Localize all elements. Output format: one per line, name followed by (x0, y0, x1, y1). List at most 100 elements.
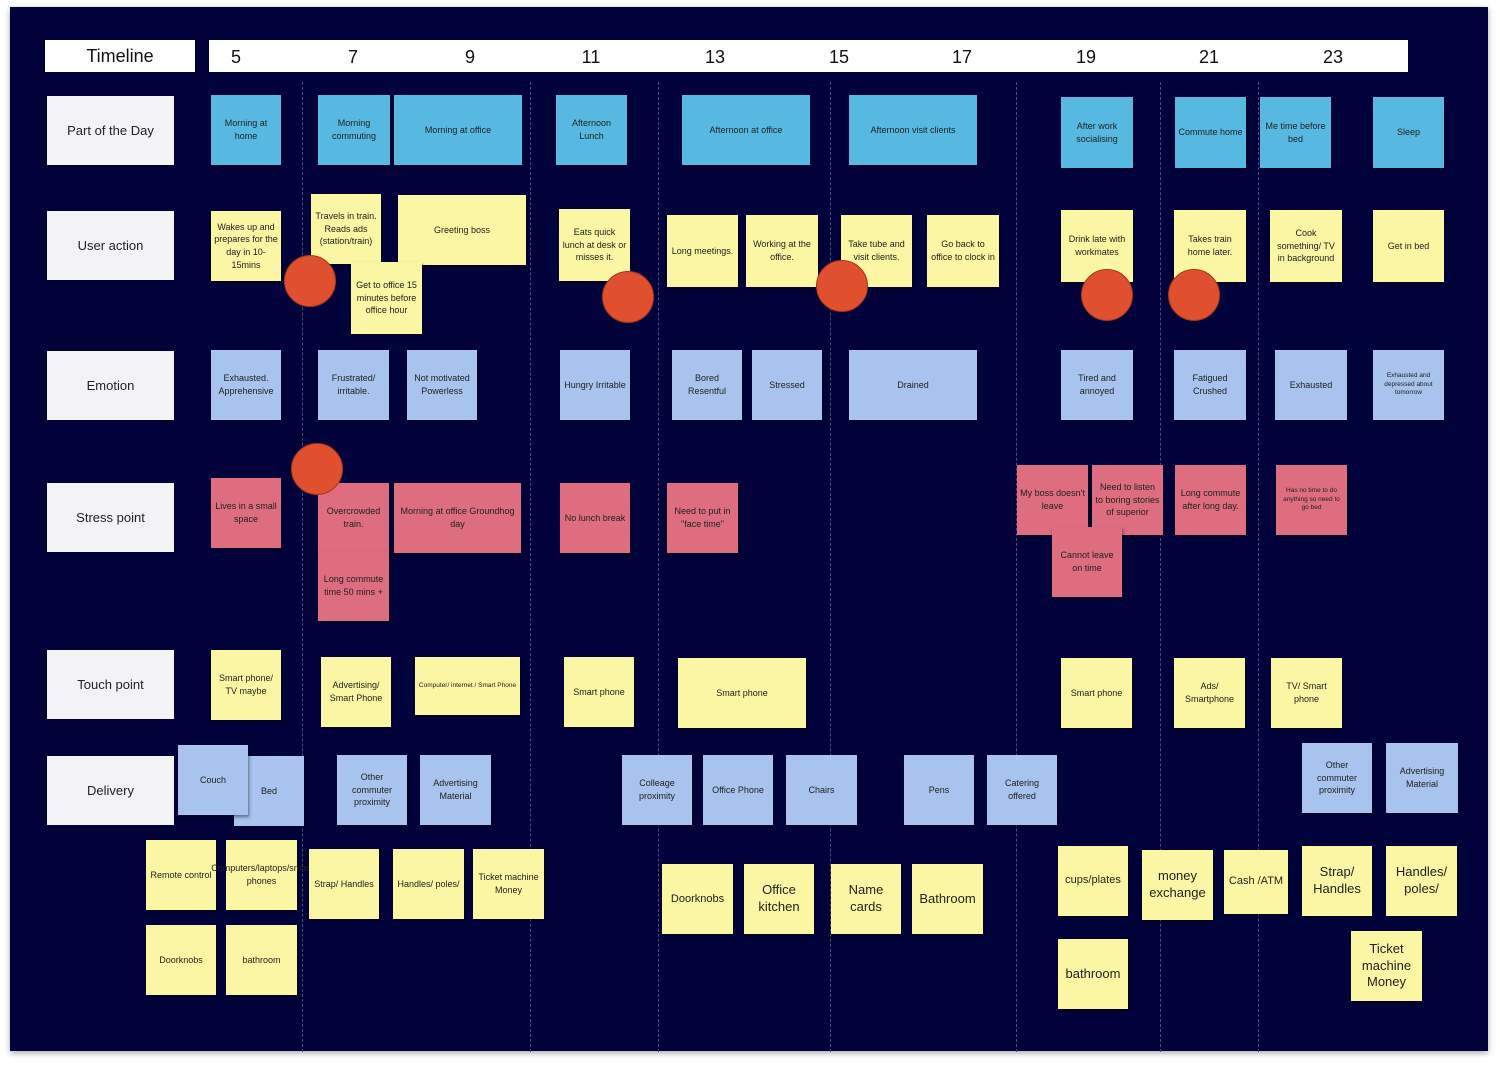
sticky-note[interactable]: Colleage proximity (622, 755, 692, 825)
sticky-note[interactable]: Long commute after long day. (1175, 465, 1246, 535)
pain-point-dot[interactable] (602, 271, 654, 323)
sticky-note[interactable]: Advertising/ Smart Phone (321, 657, 391, 727)
sticky-note[interactable]: Stressed (752, 350, 822, 420)
sticky-note[interactable]: Long commute time 50 mins + (318, 551, 389, 621)
sticky-note[interactable]: Remote control (146, 840, 216, 910)
sticky-note[interactable]: Get in bed (1373, 210, 1444, 282)
sticky-note[interactable]: Ads/ Smartphone (1174, 658, 1245, 728)
row-label-emotion: Emotion (47, 351, 174, 420)
sticky-note[interactable]: Morning at office Groundhog day (394, 483, 521, 553)
sticky-note[interactable]: Greeting boss (398, 195, 526, 265)
sticky-note[interactable]: cups/plates (1058, 846, 1128, 916)
sticky-note[interactable]: Working at the office. (746, 215, 818, 287)
sticky-note[interactable]: Other commuter proximity (337, 755, 407, 825)
timeline-tick: 11 (581, 46, 601, 67)
pain-point-dot[interactable] (284, 255, 336, 307)
sticky-note[interactable]: Exhausted (1275, 350, 1347, 420)
sticky-note[interactable]: Handles/ poles/ (1386, 846, 1457, 916)
sticky-note[interactable]: Exhausted and depressed about tomorrow (1373, 350, 1444, 420)
sticky-note[interactable]: Morning at home (211, 95, 281, 165)
sticky-note[interactable]: Computers/laptops/smart phones (211, 840, 312, 910)
pain-point-dot[interactable] (1081, 269, 1133, 321)
sticky-note[interactable]: Smart phone (678, 658, 806, 728)
sticky-note[interactable]: Morning commuting (318, 95, 390, 165)
sticky-note[interactable]: Chairs (786, 755, 857, 825)
sticky-note[interactable]: Frustrated/ irritable. (318, 350, 389, 420)
timeline-axis: 5 7 9 11 13 15 17 19 21 23 (209, 40, 1408, 72)
sticky-note[interactable]: Advertising Material (1386, 743, 1458, 813)
sticky-note[interactable]: bathroom (226, 925, 297, 995)
sticky-note[interactable]: Office Phone (703, 755, 773, 825)
sticky-note[interactable]: Wakes up and prepares for the day in 10-… (211, 211, 281, 281)
sticky-note[interactable]: Need to put in "face time" (667, 483, 738, 553)
timeline-tick: 13 (704, 46, 726, 67)
divider (830, 82, 831, 1052)
sticky-note[interactable]: Cash /ATM (1224, 850, 1288, 914)
sticky-note[interactable]: Ticket machine Money (1351, 931, 1422, 1001)
sticky-note[interactable]: Bathroom (912, 864, 983, 934)
sticky-note[interactable]: bathroom (1058, 939, 1128, 1009)
sticky-note[interactable]: Has no time to do anything so need to go… (1276, 465, 1347, 535)
sticky-note[interactable]: Long meetings. (667, 215, 738, 287)
sticky-note[interactable]: Office kitchen (744, 864, 814, 934)
divider (1160, 82, 1161, 1052)
timeline-tick: 7 (347, 46, 358, 67)
sticky-note[interactable]: Need to listen to boring stories of supe… (1092, 465, 1163, 535)
sticky-note[interactable]: Ticket machine Money (473, 849, 544, 919)
sticky-note[interactable]: Me time before bed (1260, 97, 1331, 168)
sticky-note[interactable]: Eats quick lunch at desk or misses it. (559, 209, 630, 281)
divider (1016, 82, 1017, 1052)
sticky-note[interactable]: TV/ Smart phone (1271, 658, 1342, 728)
sticky-note[interactable]: Afternoon at office (682, 95, 810, 165)
sticky-note[interactable]: Hungry Irritable (560, 350, 630, 420)
sticky-note[interactable]: Lives in a small space (211, 478, 281, 548)
sticky-note[interactable]: Not motivated Powerless (407, 350, 477, 420)
timeline-tick: 5 (230, 46, 241, 67)
sticky-note[interactable]: Other commuter proximity (1302, 743, 1372, 813)
sticky-note[interactable]: Couch (178, 745, 248, 815)
sticky-note[interactable]: No lunch break (560, 483, 630, 553)
pain-point-dot[interactable] (816, 260, 868, 312)
sticky-note[interactable]: Strap/ Handles (1302, 846, 1372, 916)
sticky-note[interactable]: Tired and annoyed (1061, 350, 1133, 420)
timeline-tick: 23 (1322, 46, 1344, 67)
sticky-note[interactable]: Pens (904, 755, 974, 825)
sticky-note[interactable]: Computer/ internet / Smart Phone (415, 657, 520, 715)
sticky-note[interactable]: My boss doesn't leave (1017, 465, 1088, 535)
pain-point-dot[interactable] (291, 443, 343, 495)
sticky-note[interactable]: Strap/ Handles (309, 849, 379, 919)
sticky-note[interactable]: Name cards (831, 864, 901, 934)
pain-point-dot[interactable] (1168, 269, 1220, 321)
board: Timeline 5 7 9 11 13 15 17 19 21 23 Part… (10, 7, 1488, 1052)
sticky-note[interactable]: Commute home (1175, 97, 1246, 168)
sticky-note[interactable]: Sleep (1373, 97, 1444, 168)
sticky-note[interactable]: Afternoon Lunch (556, 95, 627, 165)
sticky-note[interactable]: money exchange (1142, 850, 1213, 920)
sticky-note[interactable]: After work socialising (1061, 97, 1133, 168)
sticky-note[interactable]: Exhausted. Apprehensive (211, 350, 281, 420)
sticky-note[interactable]: Smart phone (1061, 658, 1132, 728)
sticky-note[interactable]: Catering offered (987, 755, 1057, 825)
sticky-note[interactable]: Afternoon visit clients (849, 95, 977, 165)
sticky-note[interactable]: Handles/ poles/ (393, 849, 464, 919)
timeline-tick: 17 (951, 46, 973, 67)
sticky-note[interactable]: Fatigued Crushed (1174, 350, 1246, 420)
sticky-note[interactable]: Cannot leave on time (1052, 527, 1122, 597)
sticky-note[interactable]: Cook something/ TV in background (1270, 210, 1342, 282)
sticky-note[interactable]: Takes train home later. (1174, 210, 1246, 282)
sticky-note[interactable]: Doorknobs (662, 864, 733, 934)
sticky-note[interactable]: Doorknobs (146, 925, 216, 995)
timeline-tick: 15 (828, 46, 850, 67)
sticky-note[interactable]: Advertising Material (420, 755, 491, 825)
sticky-note[interactable]: Get to office 15 minutes before office h… (351, 262, 422, 334)
sticky-note[interactable]: Morning at office (394, 95, 522, 165)
sticky-note[interactable]: Go back to office to clock in (927, 215, 999, 287)
timeline-tick: 21 (1198, 46, 1220, 67)
sticky-note[interactable]: Smart phone/ TV maybe (211, 650, 281, 720)
row-label-user-action: User action (47, 211, 174, 280)
sticky-note[interactable]: Smart phone (564, 657, 634, 727)
sticky-note[interactable]: Bored Resentful (672, 350, 742, 420)
sticky-note[interactable]: Overcrowded train. (318, 483, 389, 553)
sticky-note[interactable]: Travels in train. Reads ads (station/tra… (311, 194, 381, 264)
sticky-note[interactable]: Drained (849, 350, 977, 420)
